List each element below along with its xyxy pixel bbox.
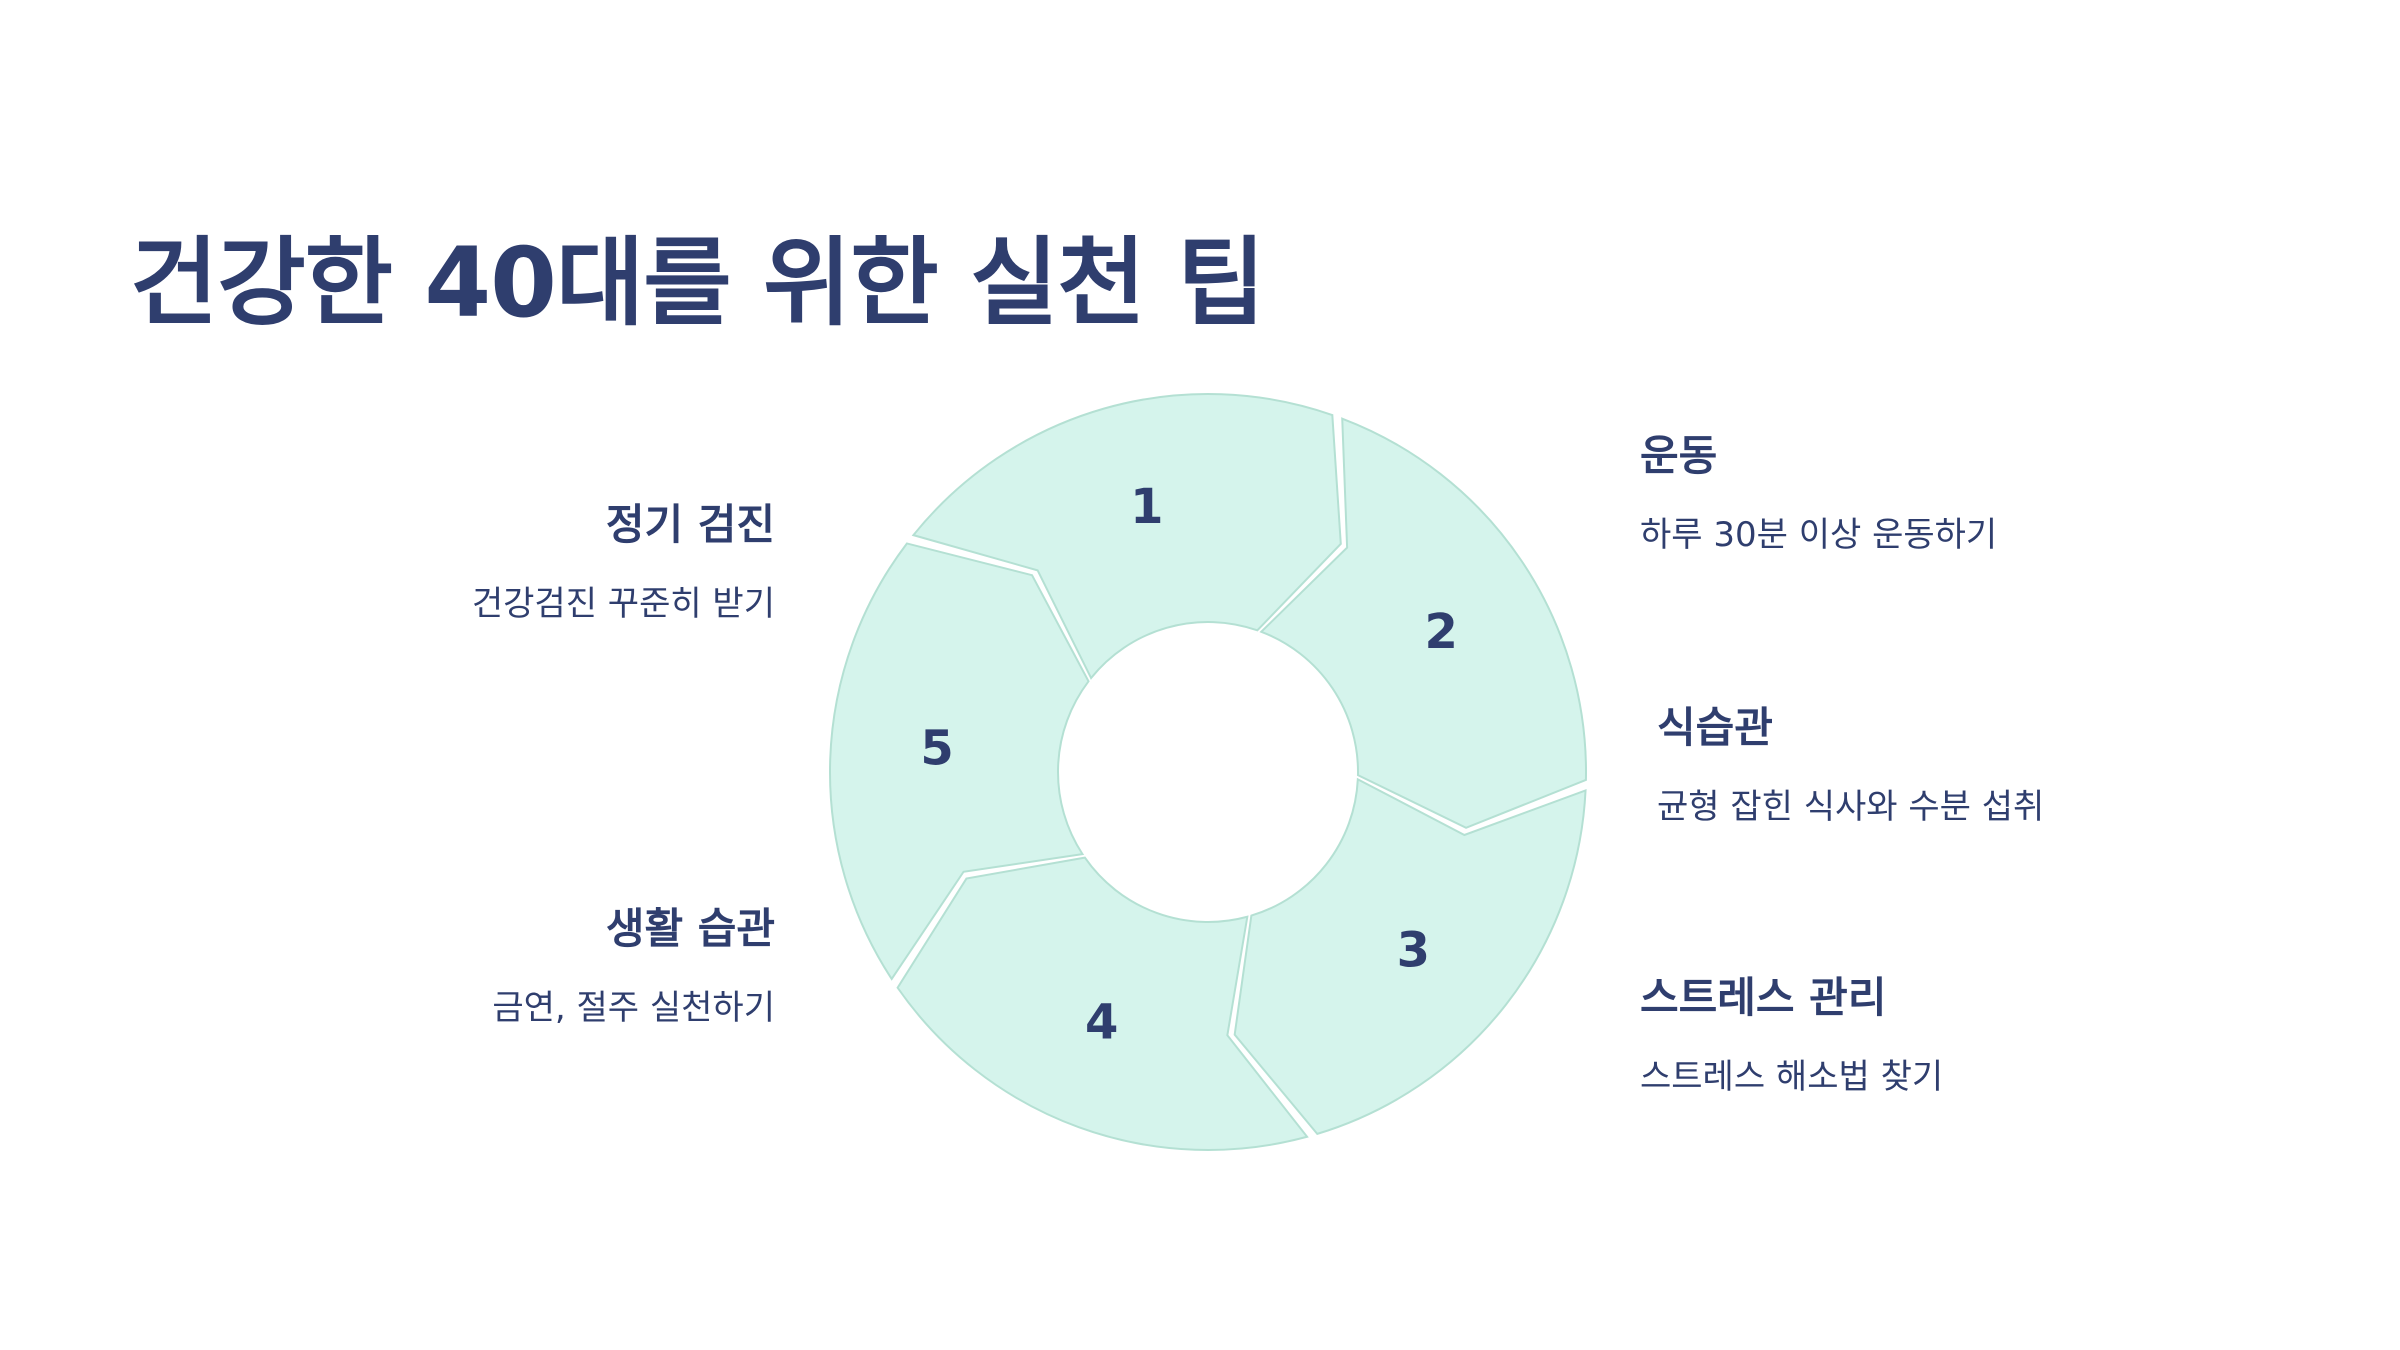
segment-number-1: 1 (1130, 479, 1163, 535)
step-3-label: 식습관 균형 잡힌 식사와 수분 섭취 (1657, 703, 2217, 828)
step-3-description: 균형 잡힌 식사와 수분 섭취 (1657, 787, 2045, 828)
cycle-segment-2 (1259, 417, 1587, 829)
cycle-segment-1 (911, 393, 1342, 680)
cycle-segment-4 (896, 856, 1309, 1151)
step-1-description: 건강검진 꾸준히 받기 (471, 584, 775, 625)
step-4-label: 스트레스 관리 스트레스 해소법 찾기 (1640, 973, 2200, 1098)
step-1-heading: 정기 검진 (605, 500, 775, 549)
step-2-label: 운동 하루 30분 이상 운동하기 (1640, 431, 2200, 556)
cycle-segment-3 (1233, 777, 1587, 1136)
step-4-heading: 스트레스 관리 (1640, 973, 1887, 1022)
step-5-label: 생활 습관 금연, 절주 실천하기 (215, 904, 775, 1029)
step-2-description: 하루 30분 이상 운동하기 (1640, 515, 1998, 556)
segment-number-4: 4 (1085, 994, 1118, 1050)
step-5-heading: 생활 습관 (605, 904, 775, 953)
step-5-description: 금연, 절주 실천하기 (492, 988, 775, 1029)
step-2-heading: 운동 (1640, 431, 1718, 480)
slide-title: 건강한 40대를 위한 실천 팁 (130, 227, 1265, 339)
segment-number-2: 2 (1424, 604, 1457, 660)
step-4-description: 스트레스 해소법 찾기 (1640, 1057, 1944, 1098)
cycle-segment-5 (829, 542, 1090, 981)
step-1-label: 정기 검진 건강검진 꾸준히 받기 (215, 500, 775, 625)
segment-number-3: 3 (1397, 922, 1430, 978)
segment-number-5: 5 (920, 720, 953, 776)
step-3-heading: 식습관 (1657, 703, 1773, 752)
